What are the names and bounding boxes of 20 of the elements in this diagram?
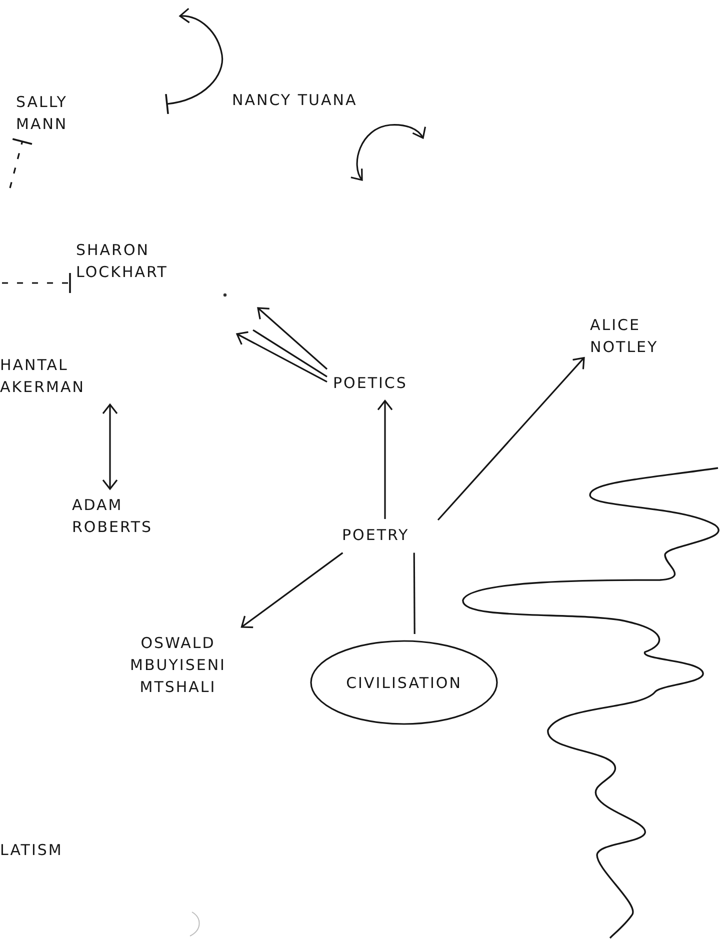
name-label: NANCY TUANA <box>232 90 382 112</box>
name-label: LATISM <box>0 840 80 862</box>
connector-line <box>413 552 416 634</box>
name-label: POETRY <box>342 525 432 547</box>
connector-line <box>252 329 328 378</box>
arrow <box>257 307 328 370</box>
arrow <box>377 400 393 519</box>
arrow <box>240 552 344 628</box>
name-label: OSWALD MBUYISENI MTSHALI <box>112 633 244 698</box>
name-label: ADAM ROBERTS <box>72 495 162 538</box>
name-label: ALICE NOTLEY <box>590 315 685 358</box>
arrow <box>236 331 328 382</box>
node-label: CIVILISATION <box>346 674 462 692</box>
name-label: SALLY MANN <box>16 92 116 136</box>
arrow <box>437 357 585 521</box>
arrow <box>102 404 118 490</box>
name-label: HANTAL AKERMAN <box>0 355 130 398</box>
ellipse-node <box>310 640 498 725</box>
name-label: SHARON LOCKHART <box>76 240 186 284</box>
name-label: POETICS <box>333 373 428 395</box>
